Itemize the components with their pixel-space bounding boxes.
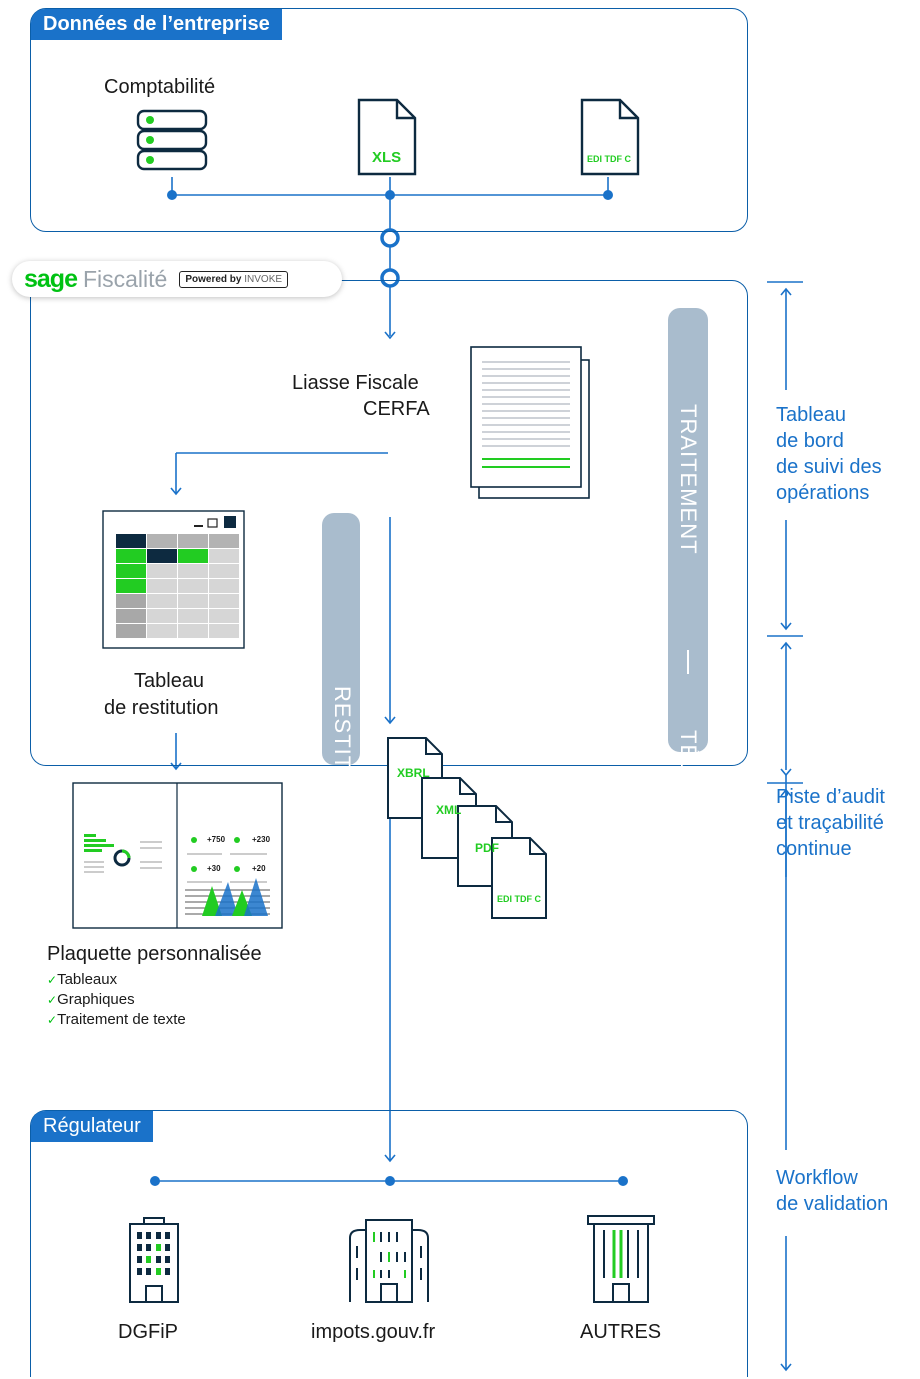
plaquette-list: ✓Tableaux ✓Graphiques ✓Traitement de tex…	[47, 970, 186, 1030]
impots-label: impots.gouv.fr	[311, 1321, 436, 1343]
company-data-box	[30, 8, 748, 232]
bar-divider	[687, 650, 689, 674]
liasse-label-2: CERFA	[363, 398, 430, 420]
check-icon: ✓	[47, 993, 58, 1007]
impots-building-icon	[349, 1219, 429, 1303]
check-icon: ✓	[47, 973, 58, 987]
xml-label: XML	[436, 803, 462, 817]
autres-label: AUTRES	[580, 1321, 662, 1343]
kpi-4: +20	[252, 864, 266, 873]
database-icon	[136, 109, 208, 171]
plaquette-booklet-icon	[72, 782, 283, 929]
regulator-box	[30, 1110, 748, 1377]
plaquette-item: ✓Tableaux	[47, 971, 118, 988]
tableau-label-2: de restitution	[104, 697, 219, 719]
powered-by-badge: Powered by INVOKE	[179, 270, 289, 288]
xls-label: XLS	[372, 149, 402, 166]
traitement-label: TRAITEMENT	[676, 404, 701, 555]
xls-file-icon	[357, 98, 417, 176]
powered-by-text: Powered by	[185, 273, 242, 285]
edi-label: EDI TDF C	[587, 154, 631, 164]
check-icon: ✓	[47, 1013, 58, 1027]
kpi-1: +750	[207, 835, 226, 844]
kpi-3: +30	[207, 864, 221, 873]
invoke-text: INVOKE	[244, 273, 283, 285]
kpi-2: +230	[252, 835, 271, 844]
company-data-title: Données de l’entreprise	[31, 9, 282, 40]
plaquette-item: ✓Graphiques	[47, 991, 135, 1008]
table-window-icon	[102, 510, 245, 649]
pdf-label: PDF	[475, 841, 499, 855]
teledeclaration-label: TÉLÉDÉCLARATION	[676, 730, 701, 955]
dgfip-building-icon	[129, 1217, 179, 1303]
plaquette-item: ✓Traitement de texte	[47, 1011, 186, 1028]
edi-file-icon	[580, 98, 640, 176]
sage-logo: sage	[24, 264, 78, 293]
dgfip-label: DGFiP	[118, 1321, 178, 1343]
fiscalite-label: Fiscalité	[82, 265, 168, 292]
liasse-label-1: Liasse Fiscale	[292, 372, 419, 394]
comptabilite-label: Comptabilité	[104, 76, 216, 98]
plaquette-title: Plaquette personnalisée	[47, 943, 262, 965]
tableau-label-1: Tableau	[134, 670, 205, 692]
restitution-label: RESTITUTION	[330, 686, 355, 844]
regulator-title: Régulateur	[31, 1111, 153, 1142]
autres-building-icon	[587, 1215, 655, 1303]
traitement-bar	[668, 308, 708, 752]
liasse-document-icon	[470, 346, 590, 499]
xbrl-label: XBRL	[397, 766, 430, 780]
export-files-icon	[387, 737, 547, 919]
sage-fiscalite-badge: sage Fiscalité Powered by INVOKE	[12, 261, 342, 297]
restitution-bar	[322, 513, 360, 765]
edi-tdfc-label: EDI TDF C	[497, 894, 541, 904]
